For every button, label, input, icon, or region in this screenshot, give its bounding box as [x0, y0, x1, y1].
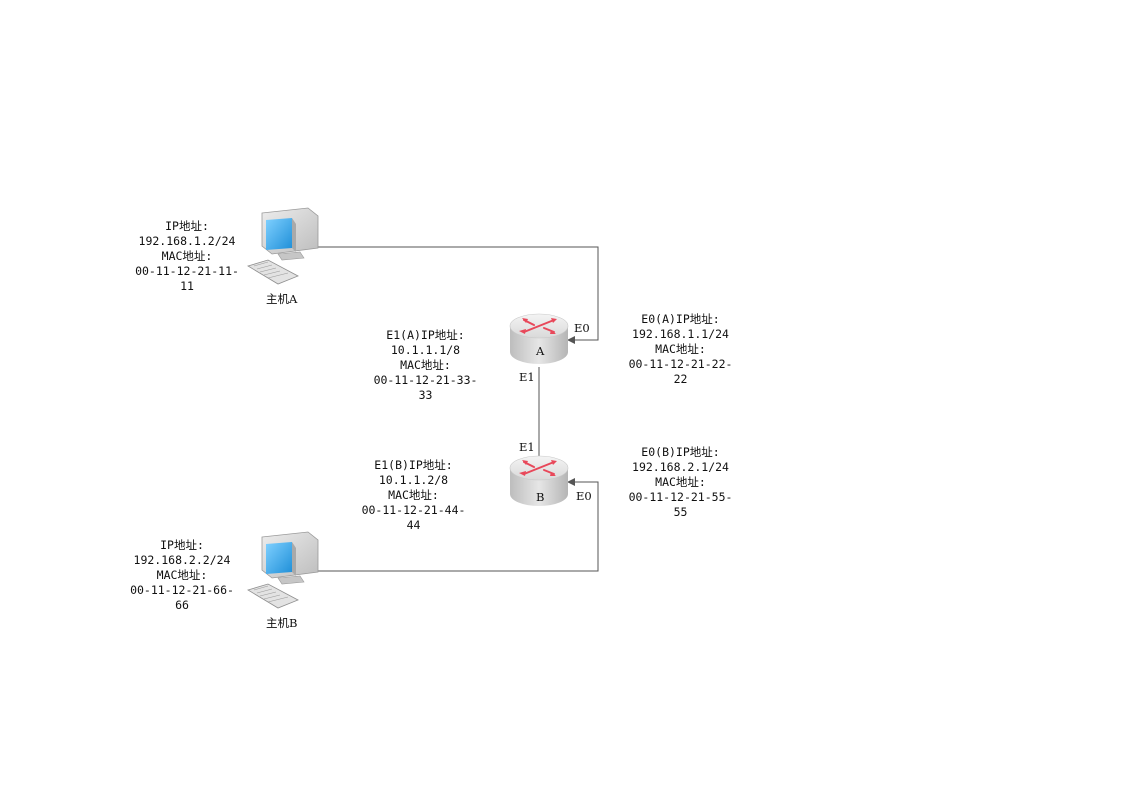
router-a-name: A [536, 344, 545, 358]
router-a-e0-mac-label: MAC地址: [655, 342, 706, 356]
link-hostA-routerA-e0 [318, 246, 599, 344]
router-a-e0-info: E0(A)IP地址: 192.168.1.1/24 MAC地址: 00-11-1… [623, 312, 738, 387]
router-b-e0-mac-value: 00-11-12-21-55- [628, 490, 733, 504]
host-a-mac-value: 00-11-12-21-11- [135, 264, 239, 278]
router-b-e0-mac-label: MAC地址: [655, 475, 706, 489]
host-a-mac-label: MAC地址: [161, 249, 213, 263]
router-a-e0-mac-value-cont: 22 [673, 372, 688, 386]
router-b-e1-mac-value: 00-11-12-21-44- [361, 503, 466, 517]
host-a-ip-label: IP地址: [165, 219, 209, 233]
computer-icon-host-a [247, 207, 319, 285]
router-b-e0-ip-value: 192.168.2.1/24 [632, 460, 729, 474]
host-a-mac-value-cont: 11 [180, 279, 194, 293]
router-b-e1-mac-label: MAC地址: [388, 488, 439, 502]
host-b-info: IP地址: 192.168.2.2/24 MAC地址: 00-11-12-21-… [127, 538, 237, 613]
router-b-name: B [536, 490, 545, 504]
router-a-e1-mac-value-cont: 33 [418, 388, 433, 402]
router-a-e0-ip-value: 192.168.1.1/24 [632, 327, 729, 341]
router-b-port-e0: E0 [576, 489, 592, 503]
router-b-port-e1: E1 [519, 440, 535, 454]
host-b-mac-label: MAC地址: [156, 568, 208, 582]
router-icon-a [509, 313, 569, 364]
host-b-ip-value: 192.168.2.2/24 [133, 553, 231, 567]
router-a-e1-ip-value: 10.1.1.1/8 [390, 343, 461, 357]
computer-icon-host-b [247, 531, 319, 609]
router-a-port-e1: E1 [519, 370, 535, 384]
router-icon-b [509, 455, 569, 506]
host-b-name: 主机B [266, 616, 298, 630]
router-b-e0-info: E0(B)IP地址: 192.168.2.1/24 MAC地址: 00-11-1… [623, 445, 738, 520]
router-a-e0-mac-value: 00-11-12-21-22- [628, 357, 733, 371]
router-a-port-e0: E0 [574, 321, 590, 335]
router-b-e1-info: E1(B)IP地址: 10.1.1.2/8 MAC地址: 00-11-12-21… [356, 458, 471, 533]
host-b-mac-value-cont: 66 [175, 598, 189, 612]
router-b-e1-mac-value-cont: 44 [406, 518, 421, 532]
host-b-ip-label: IP地址: [160, 538, 204, 552]
router-b-e1-ip-value: 10.1.1.2/8 [378, 473, 449, 487]
router-a-e1-mac-value: 00-11-12-21-33- [373, 373, 478, 387]
router-a-e1-info: E1(A)IP地址: 10.1.1.1/8 MAC地址: 00-11-12-21… [368, 328, 483, 403]
link-hostB-routerB-e0 [318, 478, 599, 572]
router-b-e1-ip-label: E1(B)IP地址: [374, 458, 453, 472]
router-b-e0-ip-label: E0(B)IP地址: [641, 445, 720, 459]
router-b-e0-mac-value-cont: 55 [673, 505, 688, 519]
host-b-mac-value: 00-11-12-21-66- [130, 583, 234, 597]
router-a-e1-ip-label: E1(A)IP地址: [386, 328, 465, 342]
host-a-info: IP地址: 192.168.1.2/24 MAC地址: 00-11-12-21-… [132, 219, 242, 294]
router-a-e1-mac-label: MAC地址: [400, 358, 451, 372]
router-a-e0-ip-label: E0(A)IP地址: [641, 312, 720, 326]
host-a-ip-value: 192.168.1.2/24 [138, 234, 236, 248]
host-a-name: 主机A [266, 292, 298, 306]
